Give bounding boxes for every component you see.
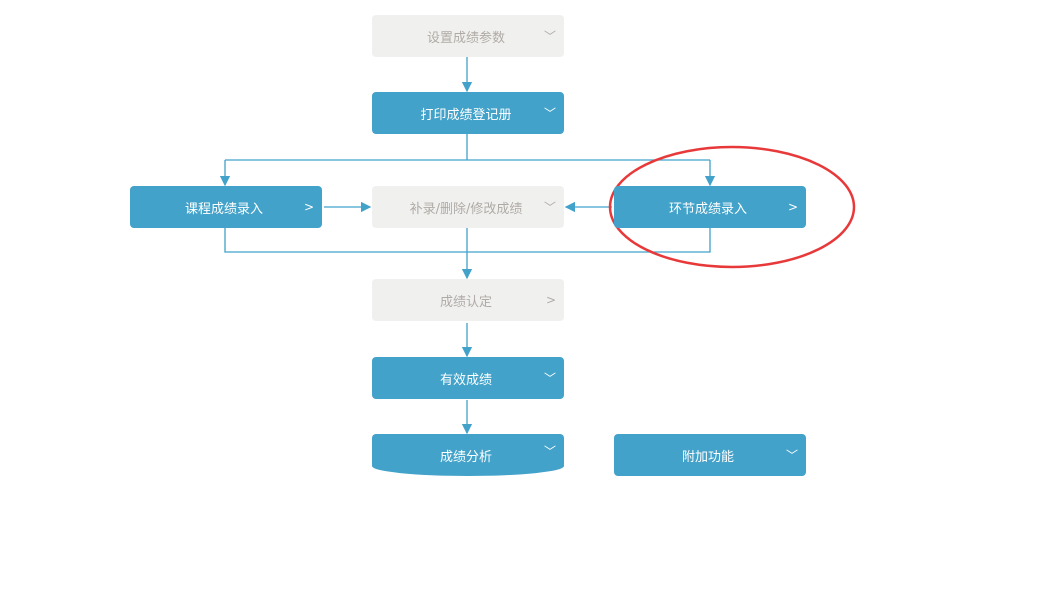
- node-label: 补录/删除/修改成绩: [409, 201, 523, 217]
- valid-scores-node[interactable]: 有效成绩 ﹀: [372, 357, 564, 399]
- score-analysis-node[interactable]: 成绩分析 ﹀: [372, 434, 564, 476]
- chevron-down-icon: ﹀: [543, 200, 556, 215]
- node-label: 成绩分析: [439, 449, 492, 465]
- chevron-down-icon: ﹀: [543, 444, 556, 459]
- node-label: 课程成绩录入: [184, 201, 263, 217]
- chevron-down-icon: ﹀: [785, 448, 798, 463]
- course-entry-node[interactable]: 课程成绩录入 >: [130, 186, 322, 228]
- chevron-right-icon: >: [545, 293, 556, 307]
- node-label: 环节成绩录入: [668, 201, 747, 217]
- score-confirm-node[interactable]: 成绩认定 >: [372, 279, 564, 321]
- chevron-down-icon: ﹀: [543, 371, 556, 386]
- extra-functions-node[interactable]: 附加功能 ﹀: [614, 434, 806, 476]
- print-register-node[interactable]: 打印成绩登记册 ﹀: [372, 92, 564, 134]
- stage-entry-node[interactable]: 环节成绩录入 >: [614, 186, 806, 228]
- highlight-ellipse: [608, 145, 856, 269]
- node-label: 打印成绩登记册: [420, 107, 512, 123]
- chevron-right-icon: >: [303, 200, 314, 214]
- node-label: 有效成绩: [439, 372, 492, 388]
- chevron-down-icon: ﹀: [543, 29, 556, 44]
- node-label: 附加功能: [681, 449, 734, 465]
- chevron-right-icon: >: [787, 200, 798, 214]
- modify-scores-node[interactable]: 补录/删除/修改成绩 ﹀: [372, 186, 564, 228]
- chevron-down-icon: ﹀: [543, 106, 556, 121]
- node-label: 设置成绩参数: [426, 30, 505, 46]
- node-label: 成绩认定: [439, 294, 492, 310]
- set-params-node[interactable]: 设置成绩参数 ﹀: [372, 15, 564, 57]
